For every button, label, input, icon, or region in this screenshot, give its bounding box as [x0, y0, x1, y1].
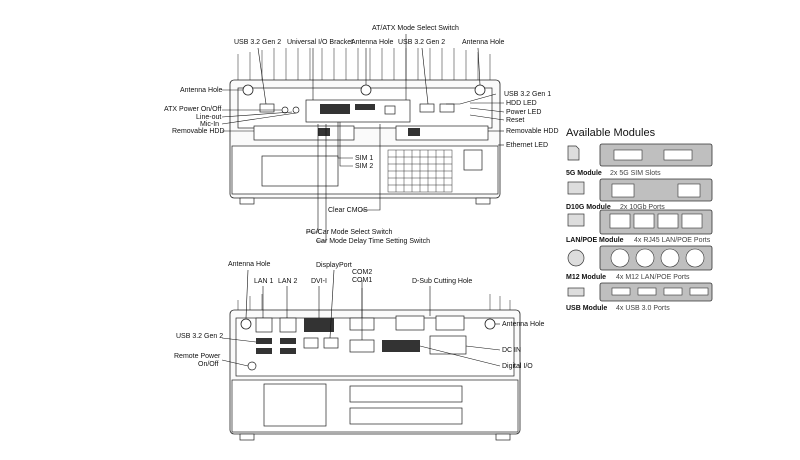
label-dc-in: DC IN	[502, 347, 521, 354]
label-reset: Reset	[506, 117, 524, 124]
label-usb-gen1: USB 3.2 Gen 1	[504, 91, 551, 98]
label-dsub: D-Sub Cutting Hole	[412, 278, 472, 285]
label-digital-io: Digital I/O	[502, 363, 533, 370]
module-5g-name: 5G Module	[566, 170, 602, 177]
top-leader-lines	[221, 34, 505, 242]
antenna-hole-icon	[360, 84, 372, 96]
antenna-hole-icon	[240, 318, 252, 330]
dc-in-connector	[429, 335, 467, 355]
m12-connector-icon	[567, 249, 585, 267]
label-lan2: LAN 2	[278, 278, 298, 285]
label-hdd-led: HDD LED	[506, 100, 537, 107]
antenna-hole-icon	[474, 84, 486, 96]
module-5g: 5G Module 2x 5G SIM Slots	[566, 143, 713, 177]
rj45-port-icon	[255, 317, 273, 333]
label-displayport: DisplayPort	[316, 262, 352, 269]
label-mic-in: Mic-In	[200, 121, 219, 128]
label-usb-gen2-mid: USB 3.2 Gen 2	[398, 39, 445, 46]
label-antenna-mid: Antenna Hole	[351, 39, 394, 46]
label-line-out: Line-out	[196, 114, 221, 121]
label-usb-gen2-bottom: USB 3.2 Gen 2	[176, 333, 223, 340]
module-d10g: D10G Module 2x 10Gb Ports	[566, 178, 713, 211]
label-removable-hdd-left: Removable HDD	[172, 128, 225, 135]
label-pc-car-switch: PC/Car Mode Select Switch	[306, 229, 392, 236]
label-com1: COM1	[352, 277, 372, 284]
usb-port-icon	[259, 103, 275, 113]
bottom-leader-lines	[221, 269, 501, 367]
usb-port-icon	[280, 348, 296, 354]
label-ethernet-led: Ethernet LED	[506, 142, 548, 149]
module-d10g-name: D10G Module	[566, 204, 611, 211]
antenna-hole-icon	[484, 318, 496, 330]
rj45-port-icon	[567, 181, 585, 195]
usb-port-icon	[419, 103, 435, 113]
label-remote-power-2: On/Off	[198, 361, 219, 368]
module-usb: USB Module 4x USB 3.0 Ports	[566, 282, 713, 312]
module-m12: M12 Module 4x M12 LAN/POE Ports	[566, 245, 713, 281]
module-usb-name: USB Module	[566, 305, 607, 312]
label-clear-cmos: Clear CMOS	[328, 207, 368, 214]
label-antenna-left: Antenna Hole	[180, 87, 223, 94]
com-port-icon	[349, 339, 375, 353]
label-lan1: LAN 1	[254, 278, 274, 285]
audio-jack-icon	[292, 106, 300, 114]
vent-grid	[387, 149, 453, 193]
module-lan-poe-name: LAN/POE Module	[566, 237, 624, 244]
rj45-port-icon	[279, 317, 297, 333]
top-heat-fins	[237, 48, 491, 82]
module-m12-name: M12 Module	[566, 274, 606, 281]
module-lan-poe-desc: 4x RJ45 LAN/POE Ports	[634, 237, 711, 244]
label-dvi: DVI-I	[311, 278, 327, 285]
digital-io-connector	[382, 340, 420, 352]
dvi-port-icon	[304, 318, 334, 332]
top-chassis	[229, 48, 501, 205]
usb-port-icon	[256, 348, 272, 354]
displayport-icon	[303, 337, 319, 349]
label-power-led: Power LED	[506, 109, 541, 116]
label-remote-power: Remote Power	[174, 353, 221, 360]
usb-port-icon	[439, 103, 455, 113]
label-sim2: SIM 2	[355, 163, 373, 170]
module-d10g-desc: 2x 10Gb Ports	[620, 204, 665, 211]
modules-title: Available Modules	[566, 127, 656, 139]
bottom-chassis	[229, 294, 521, 441]
displayport-icon	[323, 337, 339, 349]
label-sim1: SIM 1	[355, 155, 373, 162]
usb-port-icon	[280, 338, 296, 344]
label-car-delay: Car Mode Delay Time Setting Switch	[316, 238, 430, 245]
usb-port-icon	[567, 287, 585, 297]
remote-power-icon	[247, 361, 257, 371]
label-antenna-right: Antenna Hole	[462, 39, 505, 46]
module-5g-desc: 2x 5G SIM Slots	[610, 170, 661, 177]
sim-card-icon	[567, 145, 580, 161]
label-usb-gen2-left: USB 3.2 Gen 2	[234, 39, 281, 46]
label-antenna-left-bottom: Antenna Hole	[228, 261, 271, 268]
modules-panel: Available Modules 5G Module 2x 5G SIM Sl…	[566, 127, 713, 312]
antenna-hole-icon	[242, 84, 254, 96]
module-lan-poe: LAN/POE Module 4x RJ45 LAN/POE Ports	[566, 209, 713, 244]
rj45-port-icon	[567, 213, 585, 227]
usb-port-icon	[256, 338, 272, 344]
label-antenna-right-bottom: Antenna Hole	[502, 321, 545, 328]
module-usb-desc: 4x USB 3.0 Ports	[616, 305, 670, 312]
label-universal-io: Universal I/O Bracket	[287, 39, 353, 46]
label-atx-switch: AT/ATX Mode Select Switch	[372, 25, 459, 32]
module-m12-desc: 4x M12 LAN/POE Ports	[616, 274, 690, 281]
label-atx-power: ATX Power On/Off	[164, 106, 221, 113]
label-com2: COM2	[352, 269, 372, 276]
label-removable-hdd-right: Removable HDD	[506, 128, 559, 135]
